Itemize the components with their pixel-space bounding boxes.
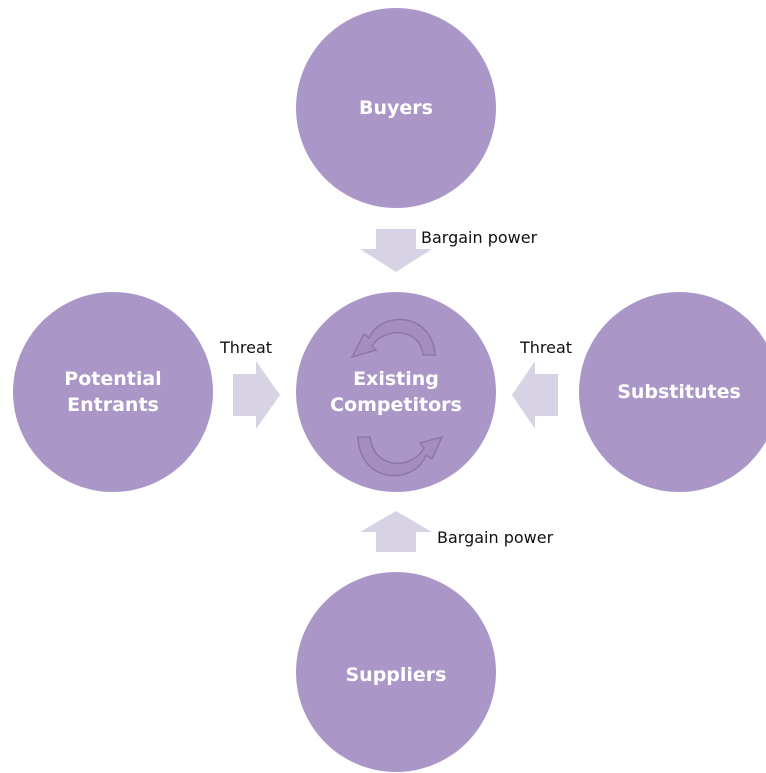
substitutes-circle [579,292,766,492]
curved-arrow-clockwise-icon [357,435,444,477]
existing-competitors-label: Existing Competitors [330,368,462,416]
suppliers-bargain-power-label: Bargain power [437,528,554,547]
existing-competitors-circle [296,292,496,492]
buyers-circle [296,8,496,208]
substitutes-left-arrow [512,361,558,429]
buyers-bargain-power-label: Bargain power [421,228,538,247]
potential-entrants-circle [13,292,213,492]
buyers-down-arrow [360,229,432,272]
substitutes-threat-label: Threat [520,338,573,357]
entrants-right-arrow [233,361,280,429]
suppliers-up-arrow [360,511,432,552]
entrants-threat-label: Threat [220,338,273,357]
potential-entrants-label: Potential Entrants [64,368,162,416]
suppliers-circle [296,572,496,772]
curved-arrow-counterclockwise-icon [350,318,436,359]
buyers-label: Buyers [359,97,433,119]
substitutes-label: Substitutes [617,381,741,403]
suppliers-label: Suppliers [345,664,447,686]
